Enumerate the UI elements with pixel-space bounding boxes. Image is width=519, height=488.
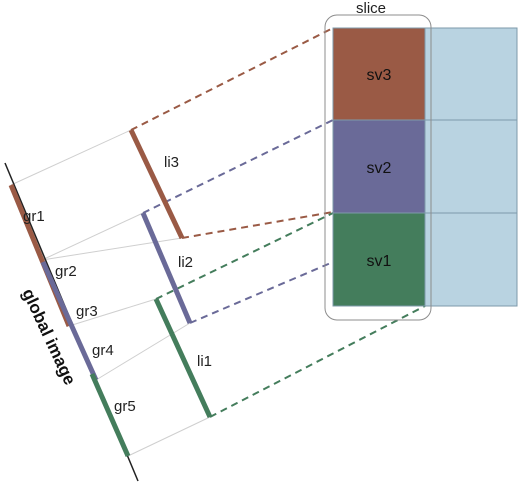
local-image-li3	[128, 128, 185, 240]
slice-side-cell-top	[424, 27, 518, 121]
local-image-label-li2: li2	[178, 254, 193, 271]
slice-cell-sv2	[332, 119, 426, 214]
connector-gr5-li1	[127, 416, 211, 457]
connector-gr2-li3	[41, 237, 183, 261]
slice-cell-label-sv3: sv3	[367, 67, 392, 84]
global-image-label: global image	[18, 286, 79, 388]
slice-title: slice	[356, 0, 386, 17]
dash-li1-bottom-slice	[209, 305, 426, 418]
dash-li1-top-sv1	[155, 212, 334, 300]
connector-gr1-top-li3	[10, 129, 132, 186]
slice-grid	[332, 27, 518, 307]
dash-li2-bottom-sv1	[189, 261, 334, 324]
dash-li3-top-sv3	[130, 27, 334, 131]
slice-cell-label-sv1: sv1	[367, 253, 392, 270]
global-to-local-connectors	[10, 129, 211, 457]
slice-cell-label-sv2: sv2	[367, 160, 392, 177]
global-segment-label-gr2: gr2	[55, 263, 77, 280]
connector-gr3-li1	[68, 298, 157, 327]
slice-cell-sv3	[332, 27, 426, 121]
local-image-label-li3: li3	[164, 154, 179, 171]
local-image-bars	[128, 128, 213, 419]
global-segment-label-gr3: gr3	[76, 303, 98, 320]
slice-side-cell-middle	[424, 119, 518, 214]
local-image-li1	[153, 297, 213, 419]
local-image-label-li1: li1	[197, 353, 212, 370]
dash-li3-bottom-sv2	[181, 211, 334, 239]
slice-cell-sv1	[332, 212, 426, 307]
slice-outline	[324, 14, 432, 321]
connector-gr4-li2	[95, 322, 191, 381]
slice-side-cell-bottom	[424, 212, 518, 307]
local-image-li2	[140, 212, 193, 324]
global-segment-label-gr5: gr5	[114, 398, 136, 415]
global-segment-label-gr4: gr4	[92, 342, 114, 359]
global-image-segments	[8, 184, 131, 458]
global-segment-gr3-gr4	[40, 260, 99, 382]
global-segment-gr5	[89, 372, 131, 458]
connector-gr2-li2	[41, 212, 144, 261]
global-segment-label-gr1: gr1	[23, 208, 45, 225]
local-to-slice-connectors	[130, 27, 426, 418]
